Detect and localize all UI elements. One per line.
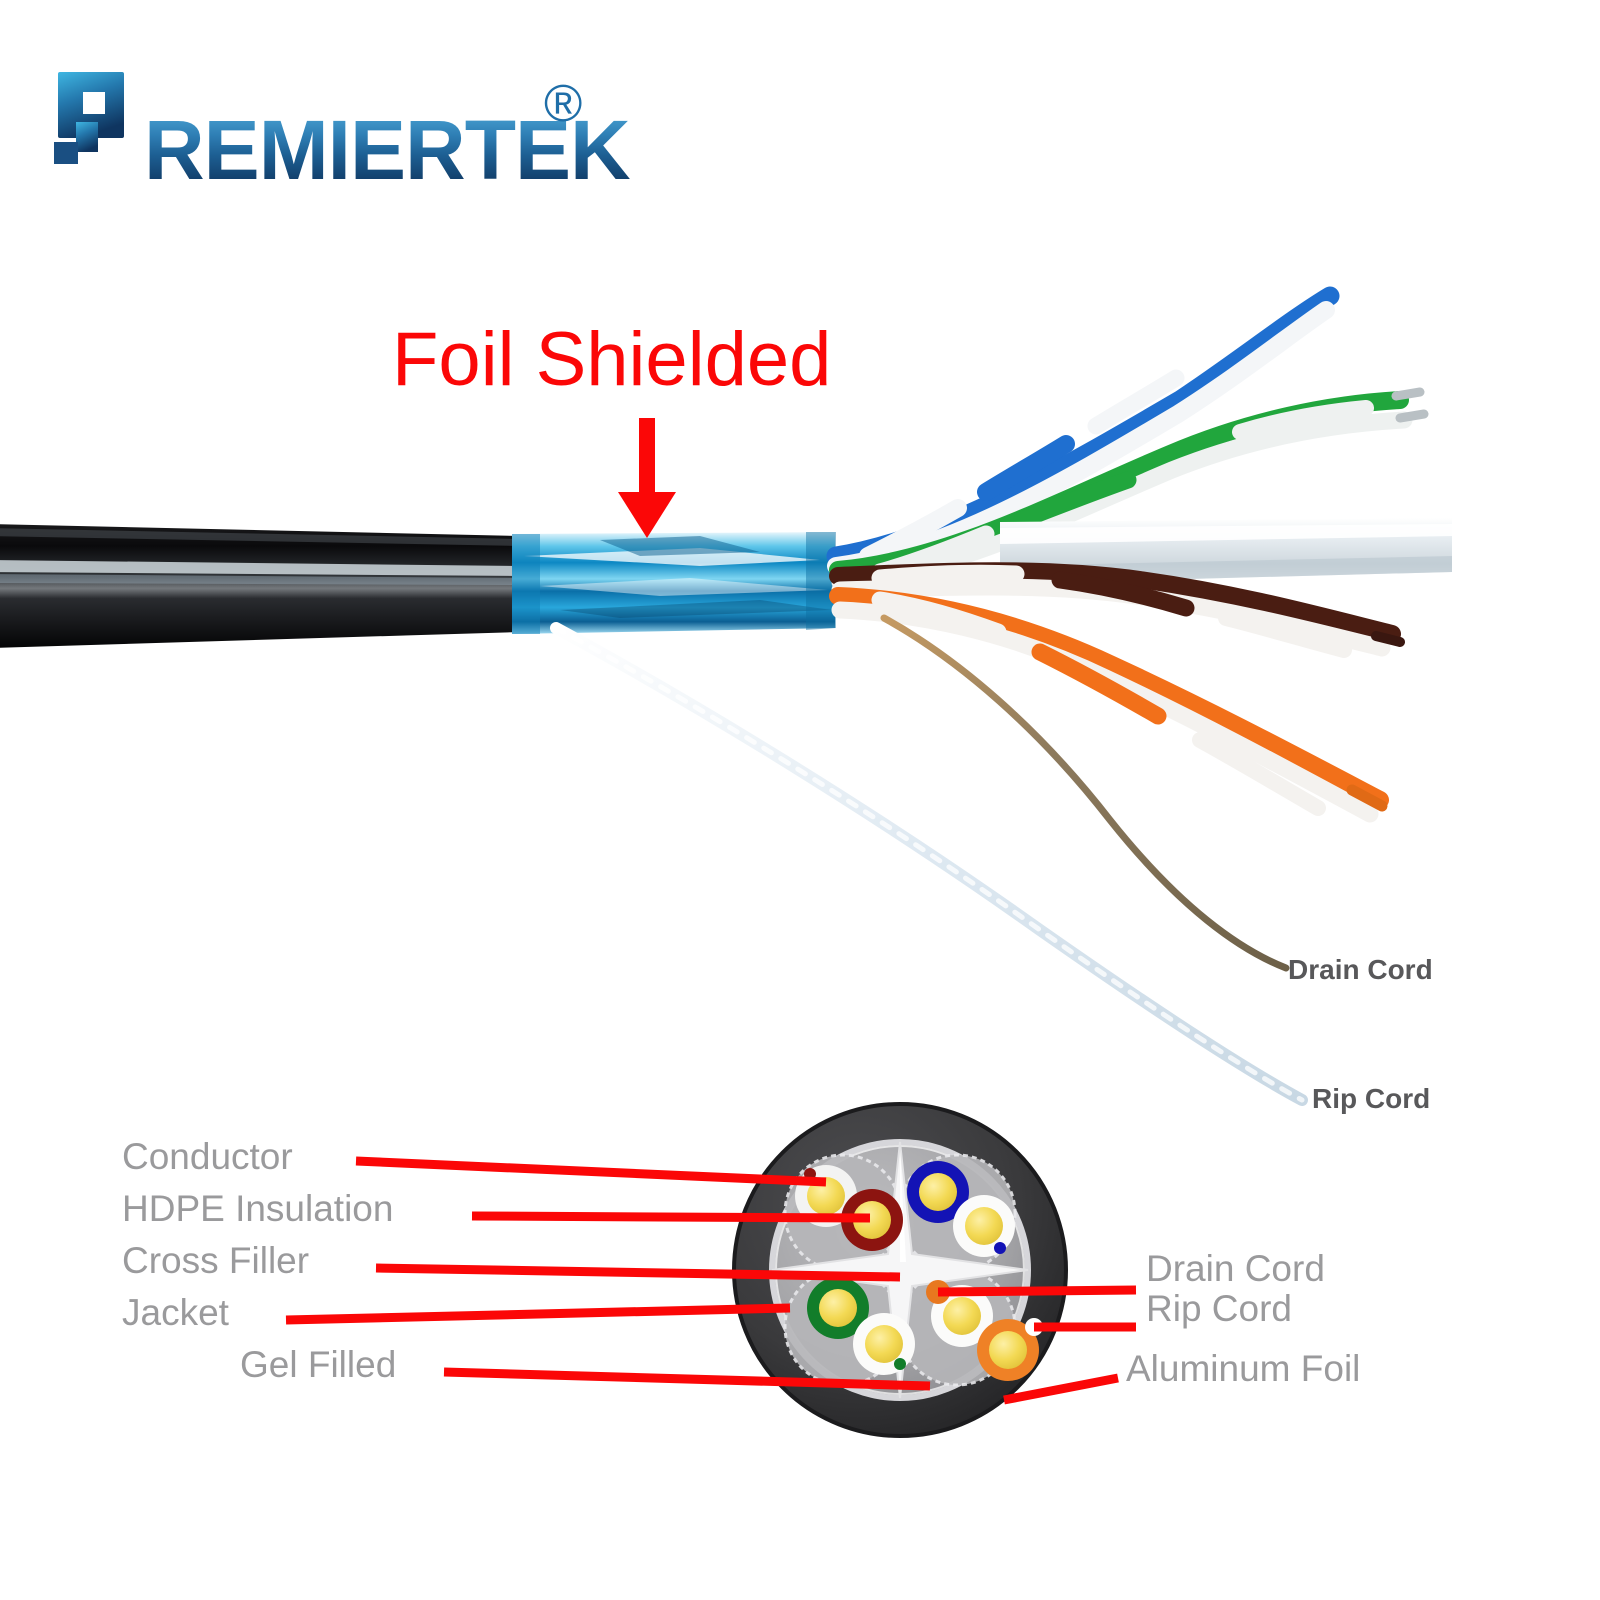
diagram-label-drain-cord: Drain Cord <box>1146 1248 1325 1289</box>
xs-brown-pair <box>795 1165 903 1251</box>
xs-green-pair <box>807 1277 915 1375</box>
premiertek-p-mark-icon <box>54 72 124 164</box>
diagram-label-aluminum-foil: Aluminum Foil <box>1126 1348 1361 1389</box>
leader-gel <box>443 1367 931 1391</box>
leader-cross-filler <box>375 1263 901 1282</box>
diagram-label-gel-filled: Gel Filled <box>240 1344 397 1385</box>
brand-wordmark: REMIERTEK <box>144 103 631 197</box>
xs-orange-pair <box>931 1285 1039 1381</box>
leader-jacket <box>285 1303 791 1325</box>
brown-pair <box>829 562 1405 658</box>
diagram-label-conductor: Conductor <box>122 1136 293 1177</box>
photo-label-rip-cord: Rip Cord <box>1312 1083 1431 1114</box>
leader-hdpe <box>471 1211 871 1223</box>
photo-label-drain-cord: Drain Cord <box>1288 954 1433 985</box>
xs-cross-filler <box>771 1141 1029 1399</box>
diagram-label-rip-cord: Rip Cord <box>1146 1288 1292 1329</box>
xs-blue-pair <box>907 1161 1015 1257</box>
leader-lines-right <box>937 1285 1137 1405</box>
leader-lines-left <box>285 1156 931 1391</box>
diagram-label-hdpe-insulation: HDPE Insulation <box>122 1188 394 1229</box>
diagram-label-cross-filler: Cross Filler <box>122 1240 310 1281</box>
foil-shielded-arrow <box>618 418 676 538</box>
rip-cord-braid <box>550 622 1308 1106</box>
diagram-label-jacket: Jacket <box>122 1292 229 1333</box>
page-title: Foil Shielded <box>392 317 832 402</box>
brand-logo[interactable]: REMIERTEK ® <box>52 62 631 192</box>
drain-cord-wire <box>880 614 1290 972</box>
cable-photo <box>0 286 1452 1106</box>
foil-shield <box>512 532 836 634</box>
leader-drain-cord <box>937 1285 1137 1297</box>
cable-jacket <box>0 524 520 648</box>
orange-pair <box>829 587 1389 823</box>
leader-aluminum-foil <box>1003 1373 1119 1405</box>
registered-trademark-icon: ® <box>544 75 583 133</box>
leader-conductor <box>355 1156 827 1187</box>
